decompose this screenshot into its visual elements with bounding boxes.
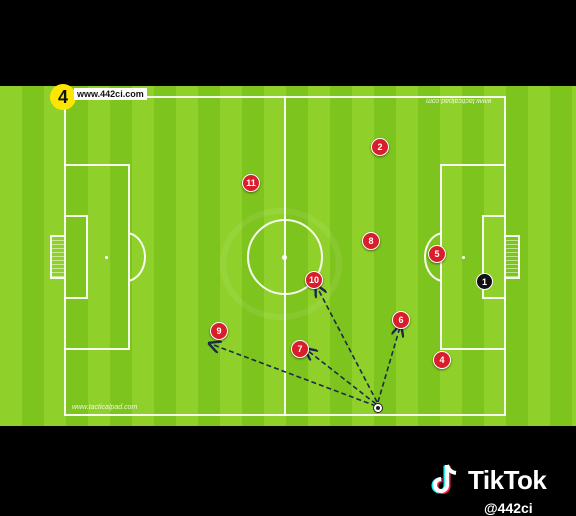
tiktok-note-icon (431, 464, 457, 494)
player-10[interactable]: 10 (305, 271, 323, 289)
creator-handle: @442ci (484, 500, 533, 516)
football-pitch (0, 86, 576, 426)
ball[interactable] (373, 403, 383, 413)
right-goal-area (482, 215, 506, 299)
slide-number-badge: 4 (50, 84, 76, 110)
player-5[interactable]: 5 (428, 245, 446, 263)
site-label: www.442ci.com (74, 88, 147, 100)
left-penalty-area (64, 164, 130, 350)
tiktok-wordmark: TikTok (468, 464, 547, 495)
player-4[interactable]: 4 (433, 351, 451, 369)
watermark-bottom: www.tacticalpad.com (72, 404, 138, 411)
right-penalty-spot (462, 256, 465, 259)
left-goal (50, 235, 65, 279)
watermark-top: www.tacticalpad.com (426, 97, 492, 104)
player-2[interactable]: 2 (371, 138, 389, 156)
player-8[interactable]: 8 (362, 232, 380, 250)
player-6[interactable]: 6 (392, 311, 410, 329)
left-penalty-spot (105, 256, 108, 259)
player-11[interactable]: 11 (242, 174, 260, 192)
tiktok-logo: TikTok (430, 462, 547, 498)
left-goal-area (64, 215, 88, 299)
player-9[interactable]: 9 (210, 322, 228, 340)
center-logo-watermark (220, 208, 342, 320)
right-goal (505, 235, 520, 279)
player-7[interactable]: 7 (291, 340, 309, 358)
goalkeeper-1[interactable]: 1 (476, 273, 493, 290)
